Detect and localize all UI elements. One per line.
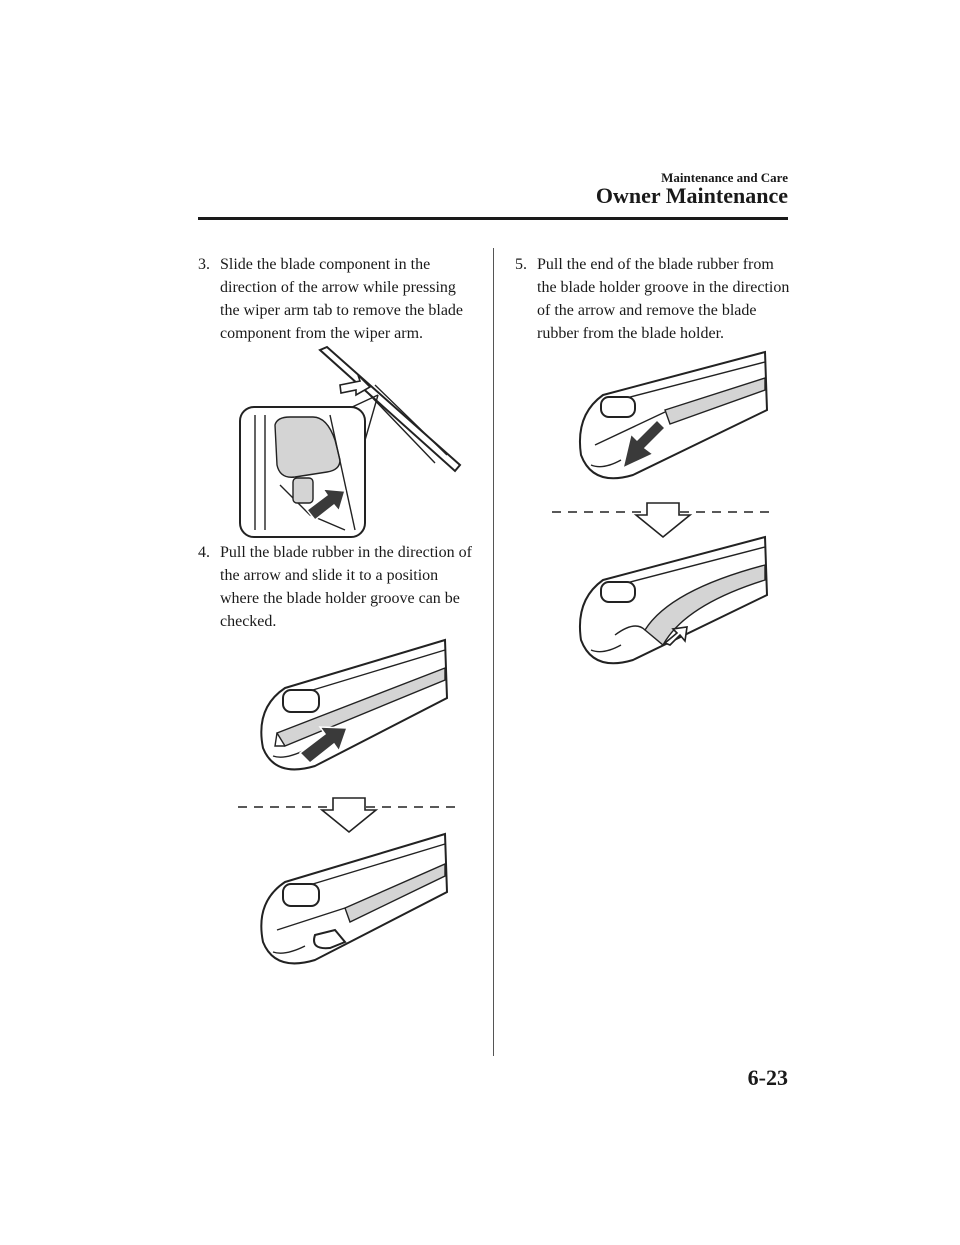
step-text-line: the arrow and slide it to a position [220, 567, 439, 584]
step-5: 5. Pull the end of the blade rubber from… [515, 253, 795, 345]
step-3: 3. Slide the blade component in the dire… [198, 253, 488, 345]
step-text-line: component from the wiper arm. [220, 325, 424, 342]
step-number: 3. [198, 256, 210, 273]
column-divider [493, 248, 494, 1056]
step-text-line: of the arrow and remove the blade [537, 302, 757, 319]
step-text-line: where the blade holder groove can be [220, 590, 460, 607]
blade-rubber-positioned-illustration [260, 832, 449, 965]
blade-rubber-removal-illustration [579, 535, 769, 665]
step-text-line: Slide the blade component in the [220, 256, 431, 273]
header-rule [198, 217, 788, 220]
step-number: 4. [198, 544, 210, 561]
step-4: 4. Pull the blade rubber in the directio… [198, 541, 488, 633]
blade-rubber-slide-illustration [260, 638, 449, 771]
step-text-line: the blade holder groove in the direction [537, 279, 790, 296]
step-text-line: checked. [220, 613, 277, 630]
step-sequence-arrow [238, 797, 460, 834]
step-text-line: Pull the end of the blade rubber from [537, 256, 774, 273]
step-text-line: rubber from the blade holder. [537, 325, 725, 342]
step-number: 5. [515, 256, 527, 273]
step-sequence-arrow [552, 502, 774, 539]
page-title: Owner Maintenance [595, 183, 788, 208]
page-number: 6-23 [747, 1065, 788, 1090]
step-text-line: direction of the arrow while pressing [220, 279, 456, 296]
wiper-arm-release-illustration [239, 345, 462, 538]
step-text-line: the wiper arm tab to remove the blade [220, 302, 464, 319]
section-label: Maintenance and Care [661, 170, 788, 185]
step-text-line: Pull the blade rubber in the direction o… [220, 544, 472, 561]
blade-rubber-end-pull-illustration [579, 350, 769, 480]
